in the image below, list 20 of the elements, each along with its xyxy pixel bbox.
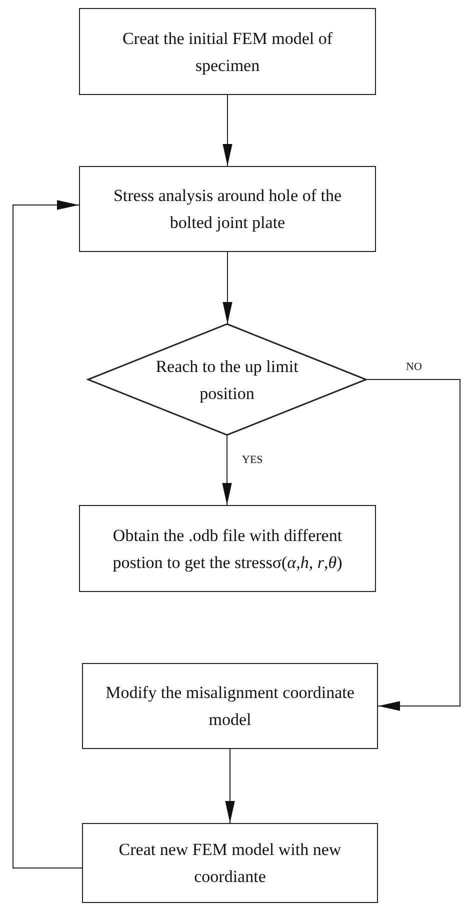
node-text: Obtain the .odb file with different postion to get the stressσ(α,h, r,θ) (112, 524, 344, 574)
decision-diamond (88, 324, 366, 435)
arrow (12, 200, 82, 868)
arrow (222, 94, 232, 166)
arrow (366, 379, 460, 711)
arrow (225, 748, 235, 824)
arrow (222, 434, 232, 506)
process-box (79, 166, 376, 252)
arrow (222, 252, 232, 324)
node-text: Reach to the up limit position (154, 356, 300, 405)
node-text: Creat the initial FEM model of specimen (121, 28, 334, 77)
node-text: Creat new FEM model with new coordiante (118, 839, 342, 888)
process-box (79, 505, 376, 592)
node-text: Modify the misalignment coordinate model (104, 682, 356, 731)
edge-label: NO (405, 360, 423, 372)
process-box (82, 663, 378, 749)
edge-label: YES (241, 454, 264, 466)
process-box (79, 8, 376, 95)
process-box (82, 823, 378, 903)
node-text: Stress analysis around hole of the bolted joint plate (112, 185, 343, 234)
